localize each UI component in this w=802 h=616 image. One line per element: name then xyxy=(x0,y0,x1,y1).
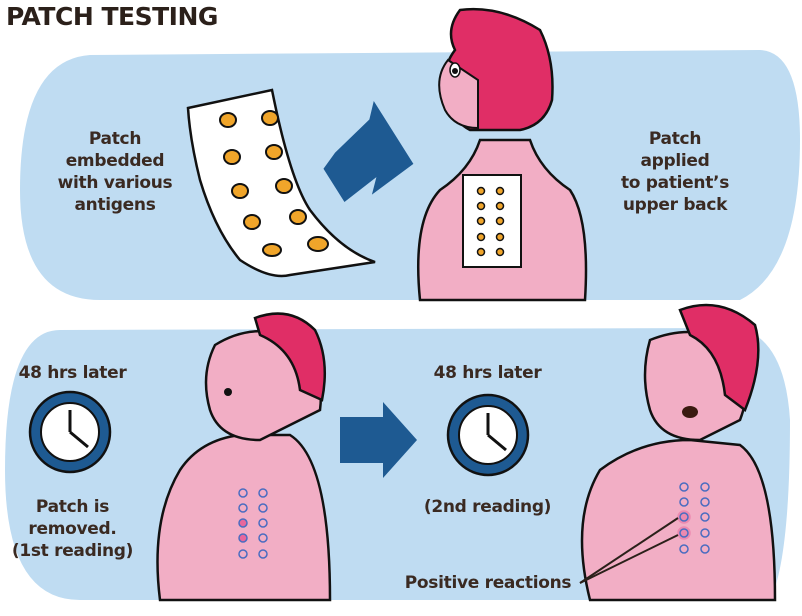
callout-line xyxy=(579,517,679,584)
arrow-right-icon xyxy=(340,402,417,478)
label-line: upper back xyxy=(622,195,728,215)
second-time-label: 48 hrs later xyxy=(433,363,542,383)
label-line: to patient’s xyxy=(620,173,730,193)
label-line: (1st reading) xyxy=(11,541,134,561)
clock-icon xyxy=(28,390,112,474)
label-line: antigens xyxy=(74,195,156,215)
positive-reactions-label: Positive reactions xyxy=(404,573,572,593)
first-time-label: 48 hrs later xyxy=(18,363,127,383)
page-title: PATCH TESTING xyxy=(6,2,218,31)
label-line: with various xyxy=(57,173,173,193)
step1-left-label: Patch embedded with various antigens xyxy=(50,128,180,216)
label-line: applied xyxy=(640,151,710,171)
patch-sheet-icon xyxy=(186,88,376,278)
label-line: removed. xyxy=(28,519,117,539)
second-caption: (2nd reading) xyxy=(423,497,552,517)
arrow-right-icon xyxy=(323,101,414,202)
label-line: Patch is xyxy=(35,497,110,517)
label-line: Patch xyxy=(648,129,702,149)
step1-right-label: Patch applied to patient’s upper back xyxy=(610,128,740,216)
label-line: Patch xyxy=(88,129,142,149)
label-line: embedded xyxy=(65,151,165,171)
patient-figure-first-reading xyxy=(156,312,332,602)
patient-figure-back xyxy=(417,7,588,302)
first-caption: Patch is removed. (1st reading) xyxy=(0,496,145,562)
patient-figure-second-reading xyxy=(579,303,777,602)
clock-icon xyxy=(446,393,530,477)
callout-line xyxy=(579,534,679,584)
